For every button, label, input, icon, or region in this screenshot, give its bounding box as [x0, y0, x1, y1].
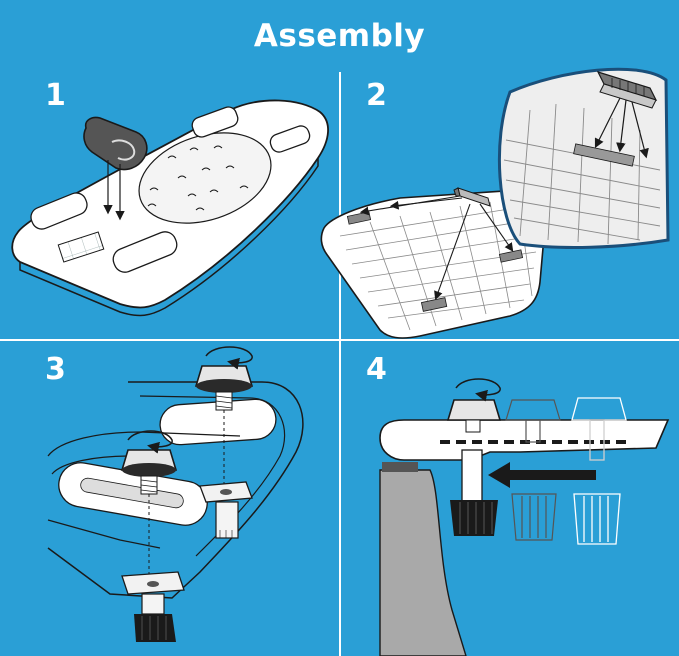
- clip-upper: [199, 481, 253, 539]
- rotate-arrow-icon-upper: [205, 346, 253, 370]
- drain-holes: [147, 145, 249, 211]
- panel-2-detail-callout: [497, 67, 670, 249]
- rotate-arrow-icon-step4: [455, 378, 501, 402]
- step-number-2: 2: [366, 78, 387, 113]
- seat-rib-pattern: [440, 440, 626, 444]
- handle-part: [83, 116, 148, 171]
- step-number-4: 4: [366, 352, 387, 387]
- step-number-1: 1: [45, 78, 66, 113]
- rotate-arrow-icon-lower: [127, 430, 173, 454]
- clip-part-detail: [596, 71, 658, 109]
- screw-knob-upper: [194, 365, 254, 411]
- slide-arrow-icon: [488, 462, 596, 488]
- panel-1-seat-board: [11, 99, 329, 317]
- screw-knob-lower: [120, 449, 178, 495]
- knob-ghost-2: [505, 399, 561, 541]
- panel-3-seat-screws: [47, 346, 304, 642]
- knob-ghost-3: [571, 397, 627, 545]
- panel-4-tub-fit: [379, 378, 670, 656]
- clip-part: [453, 187, 491, 207]
- clip-lower: [121, 571, 185, 642]
- step-number-3: 3: [45, 352, 66, 387]
- foot-position-1: [450, 500, 498, 536]
- page-title: Assembly: [253, 18, 426, 54]
- tub-wall: [379, 469, 467, 656]
- panel-2-underside: [320, 187, 548, 339]
